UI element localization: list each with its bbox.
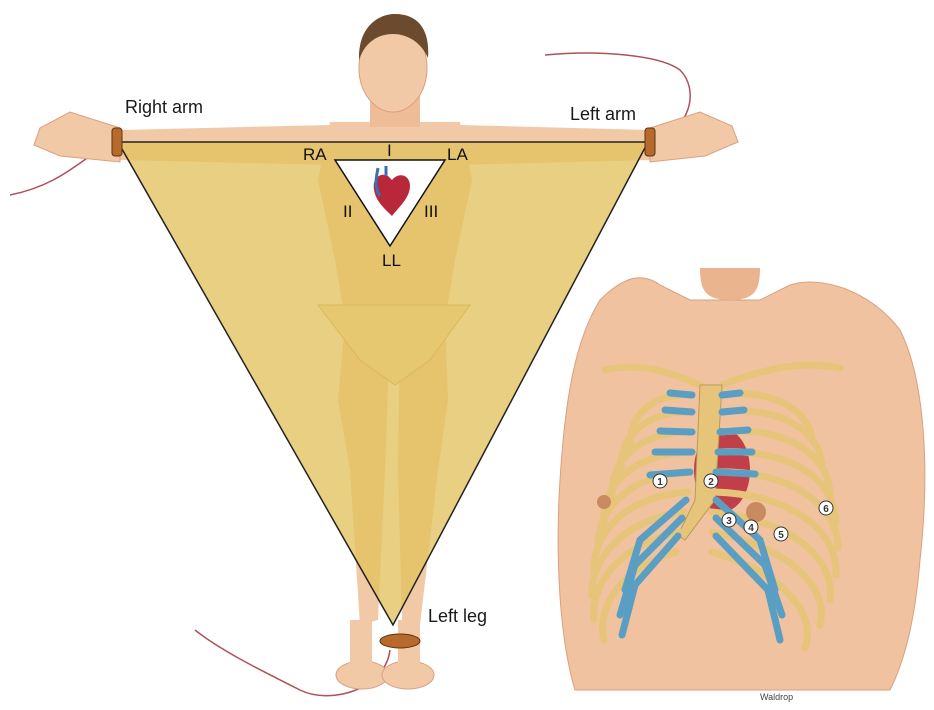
v1-label: 1 [657,477,663,488]
label-lead-iii: III [424,202,438,221]
label-lead-i: I [387,141,392,160]
right-hand [34,112,120,162]
left-hand [650,112,738,162]
label-right-arm: Right arm [125,97,203,117]
v6-label: 6 [823,504,829,515]
left-nipple [746,502,766,522]
right-arm-electrode [112,128,122,156]
right-nipple [597,495,611,509]
v2-label: 2 [708,477,714,488]
chest-inset: 1 2 3 4 5 6 Waldrop [558,268,925,702]
signature: Waldrop [760,692,793,702]
v5-label: 5 [778,530,784,541]
v3-label: 3 [726,516,732,527]
label-ra: RA [303,145,327,164]
label-left-leg: Left leg [428,606,487,626]
v4-label: 4 [748,523,754,534]
left-arm-electrode [645,128,655,156]
label-lead-ii: II [343,202,352,221]
label-la: LA [447,145,468,164]
label-left-arm: Left arm [570,104,636,124]
label-ll: LL [382,251,401,270]
left-leg-electrode [380,634,420,648]
